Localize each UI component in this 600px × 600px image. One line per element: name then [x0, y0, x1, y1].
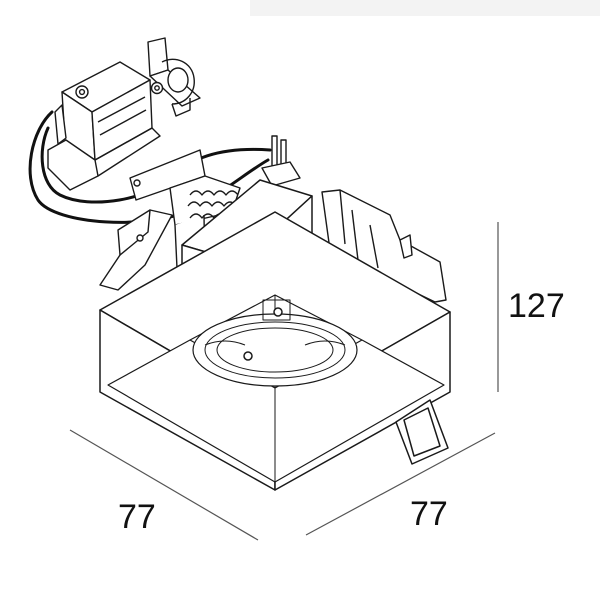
top-band [250, 0, 600, 16]
height-dimension-label: 127 [508, 287, 565, 325]
width-left-dimension-line [69, 429, 259, 541]
dimension-lines [69, 222, 499, 541]
square-trim-housing [99, 179, 451, 491]
width-right-dimension-line [305, 432, 496, 536]
driver-block [47, 37, 206, 201]
width-right-dimension-label: 77 [410, 495, 448, 533]
width-left-dimension-label: 77 [118, 498, 156, 536]
